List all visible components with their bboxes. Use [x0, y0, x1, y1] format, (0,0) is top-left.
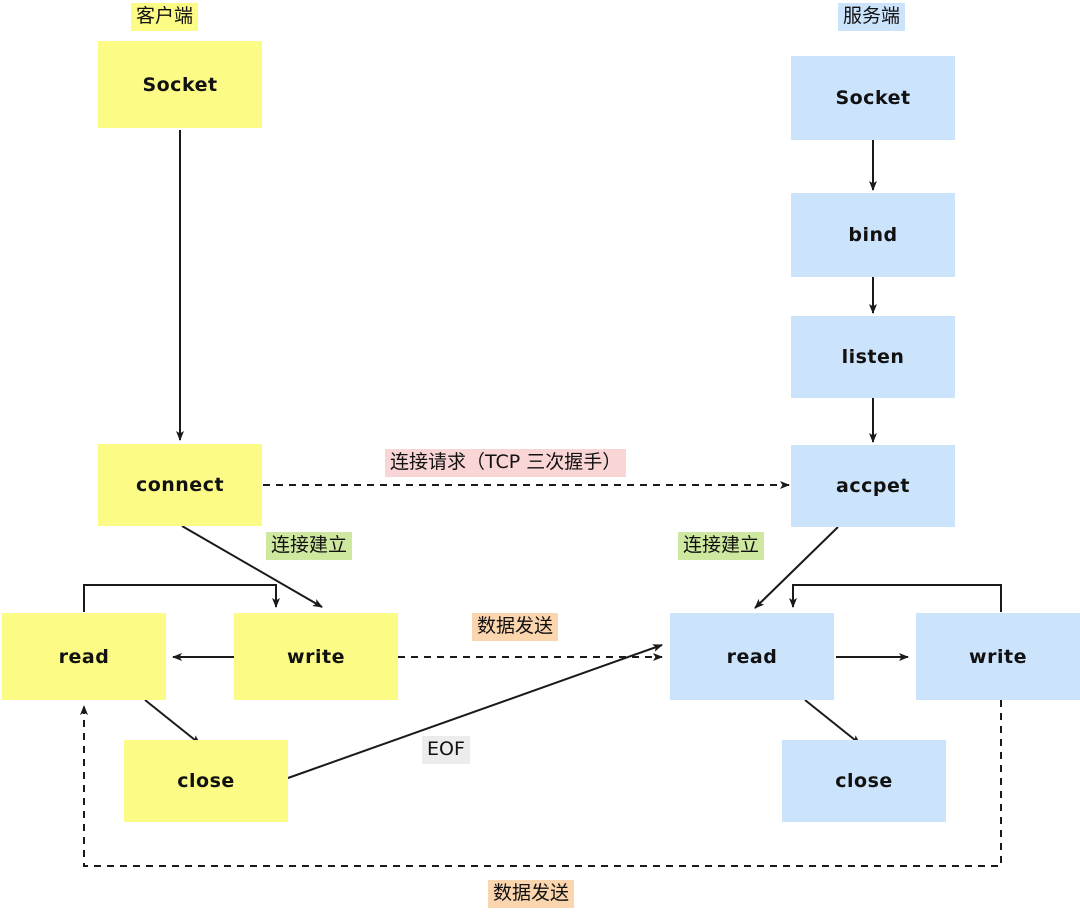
client-node-close[interactable]: close: [124, 740, 288, 822]
arrow-server-write-loop-to-read: [789, 584, 1002, 612]
client-node-read[interactable]: read: [2, 613, 166, 700]
label-connection-established-client: 连接建立: [266, 532, 353, 560]
label-connection-established-server: 连接建立: [678, 532, 765, 560]
server-node-accept[interactable]: accpet: [791, 445, 955, 527]
server-node-write[interactable]: write: [916, 613, 1080, 700]
label-eof: EOF: [422, 736, 470, 764]
server-node-socket[interactable]: Socket: [791, 56, 955, 140]
server-column-title: 服务端: [838, 3, 906, 31]
label-data-send-top: 数据发送: [472, 613, 559, 641]
arrow-client-read-loop-to-write: [83, 584, 280, 612]
arrow-client-read-to-close: [144, 699, 201, 745]
client-column-title: 客户端: [131, 3, 199, 31]
client-node-connect[interactable]: connect: [98, 444, 262, 526]
server-node-listen[interactable]: listen: [791, 316, 955, 398]
server-node-bind[interactable]: bind: [791, 193, 955, 277]
client-node-write[interactable]: write: [234, 613, 398, 700]
server-node-close[interactable]: close: [782, 740, 946, 822]
arrow-server-accept-to-read: [754, 526, 839, 609]
server-node-read[interactable]: read: [670, 613, 834, 700]
label-data-send-bottom: 数据发送: [488, 880, 575, 908]
arrow-client-close-to-server-read: [287, 644, 663, 779]
arrow-client-connect-to-write: [181, 525, 323, 608]
dashed-server-write-to-client-read: [80, 700, 1002, 867]
label-connection-request: 连接请求（TCP 三次握手）: [385, 449, 627, 477]
client-node-socket[interactable]: Socket: [98, 41, 262, 128]
arrow-server-read-to-close: [804, 699, 861, 745]
